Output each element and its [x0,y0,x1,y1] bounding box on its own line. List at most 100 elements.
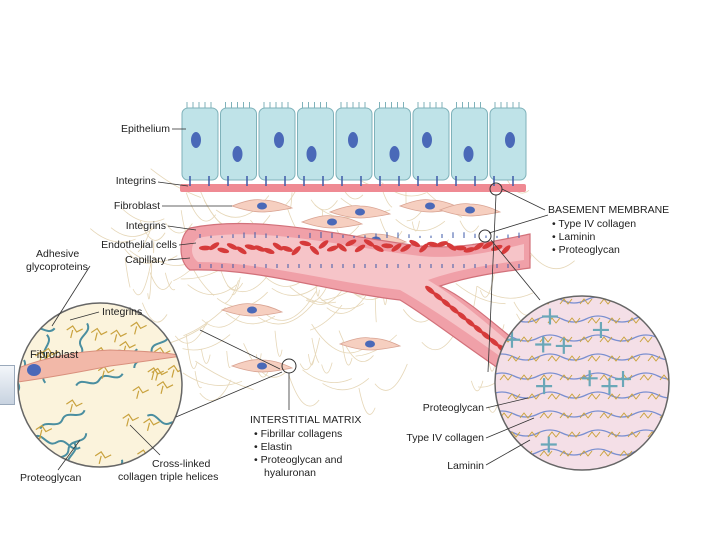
interstitial-matrix-item: • Fibrillar collagens [254,428,342,440]
fiber-strand [227,351,231,368]
cell-nucleus [505,132,515,148]
proteoglycan-strand [520,299,532,304]
proteoglycan-strand [172,422,188,434]
label-integrins-inset: Integrins [102,306,142,318]
cell-nucleus [390,146,400,162]
fiber-strand [312,338,319,363]
label-laminin-right: Laminin [380,460,484,472]
side-scroll-handle[interactable] [0,365,15,405]
fiber-strand [359,388,375,414]
label-crosslinked-2: collagen triple helices [118,471,218,483]
fiber-strand [165,273,175,290]
label-proteoglycan-left: Proteoglycan [20,472,81,484]
cell-nucleus [27,364,41,376]
epithelial-cell [452,108,488,180]
cell-nucleus [348,132,358,148]
label-fibroblast-inset: Fibroblast [30,349,78,361]
basement-membrane-item: • Laminin [552,231,595,243]
cell-nucleus [365,341,375,348]
proteoglycan-strand [620,299,632,304]
fiber-strand [303,370,352,383]
basement-membrane-item: • Proteoglycan [552,244,620,256]
capillary-vessel [181,223,530,376]
cell-nucleus [247,307,257,314]
label-integrins-top: Integrins [100,175,156,187]
proteoglycan-strand [660,337,672,342]
fiber-strand [201,349,210,363]
label-proteoglycan-right: Proteoglycan [380,402,484,414]
fiber-strand [183,335,231,350]
label-epithelium: Epithelium [100,123,170,135]
proteoglycan-strand [147,305,163,317]
cell-nucleus [191,132,201,148]
basement-membrane-title: BASEMENT MEMBRANE [548,204,669,216]
label-fibroblast-top: Fibroblast [90,200,160,212]
fiber-strand [289,374,319,406]
label-adhesive-2: glycoproteins [26,261,88,273]
fiber-strand [183,373,242,386]
cell-nucleus [257,203,267,210]
fiber-strand [186,193,216,222]
fiber-strand [275,331,282,357]
fiber-strand [192,267,214,296]
label-adhesive-1: Adhesive [36,248,79,260]
fiber-strand [477,286,533,298]
interstitial-matrix-item: hyaluronan [264,467,316,479]
fiber-strand [323,378,369,389]
basement-membrane-strip [180,184,526,192]
fiber-strand [188,285,237,295]
proteoglycan-strand [648,318,660,323]
label-crosslinked-1: Cross-linked [152,458,210,470]
proteoglycan-strand [640,299,652,304]
cell-nucleus [257,363,267,370]
magnifier-ring-capillary [479,230,491,242]
fiber-strand [460,221,479,232]
cell-nucleus [465,207,475,214]
interstitial-matrix-item: • Proteoglycan and [254,454,342,466]
cell-nucleus [464,146,474,162]
fiber-strand [225,280,238,303]
proteoglycan-strand [660,451,672,456]
fiber-strand [322,363,332,373]
cell-nucleus [355,209,365,216]
label-capillary: Capillary [96,254,166,266]
fiber-strand [375,364,407,391]
epithelial-cell [221,108,257,180]
fiber-strand [195,371,202,388]
fiber-strand [150,272,172,289]
fiber-strand [375,298,376,322]
proteoglycan-strand [508,318,520,323]
basement-membrane-inset [490,296,682,470]
proteoglycan-strand [660,299,672,304]
fiber-strand [471,381,483,391]
proteoglycan-strand [668,394,680,399]
epithelial-cell [375,108,411,180]
fiber-strand [290,192,292,208]
fiber-strand [300,338,319,370]
cell-nucleus [233,146,243,162]
interstitial-matrix-title: INTERSTITIAL MATRIX [250,414,361,426]
fiber-strand [200,191,241,226]
proteoglycan-strand [640,451,652,456]
cell-nucleus [327,219,337,226]
cell-nucleus [422,132,432,148]
proteoglycan-strand [668,432,680,437]
epithelium-layer [182,102,526,180]
label-type-iv-collagen-right: Type IV collagen [380,432,484,444]
proteoglycan-strand [668,356,680,361]
fiber-strand [311,200,337,210]
label-endothelial-cells: Endothelial cells [80,239,177,251]
fiber-strand [310,305,342,330]
epithelial-cell [298,108,334,180]
cell-nucleus [425,203,435,210]
proteoglycan-strand [40,303,56,315]
basement-membrane-item: • Type IV collagen [552,218,636,230]
proteoglycan-strand [668,318,680,323]
interstitial-matrix-item: • Elastin [254,441,292,453]
cell-nucleus [307,146,317,162]
cell-nucleus [274,132,284,148]
fiber-strand [396,219,445,230]
label-integrins-mid: Integrins [96,220,166,232]
